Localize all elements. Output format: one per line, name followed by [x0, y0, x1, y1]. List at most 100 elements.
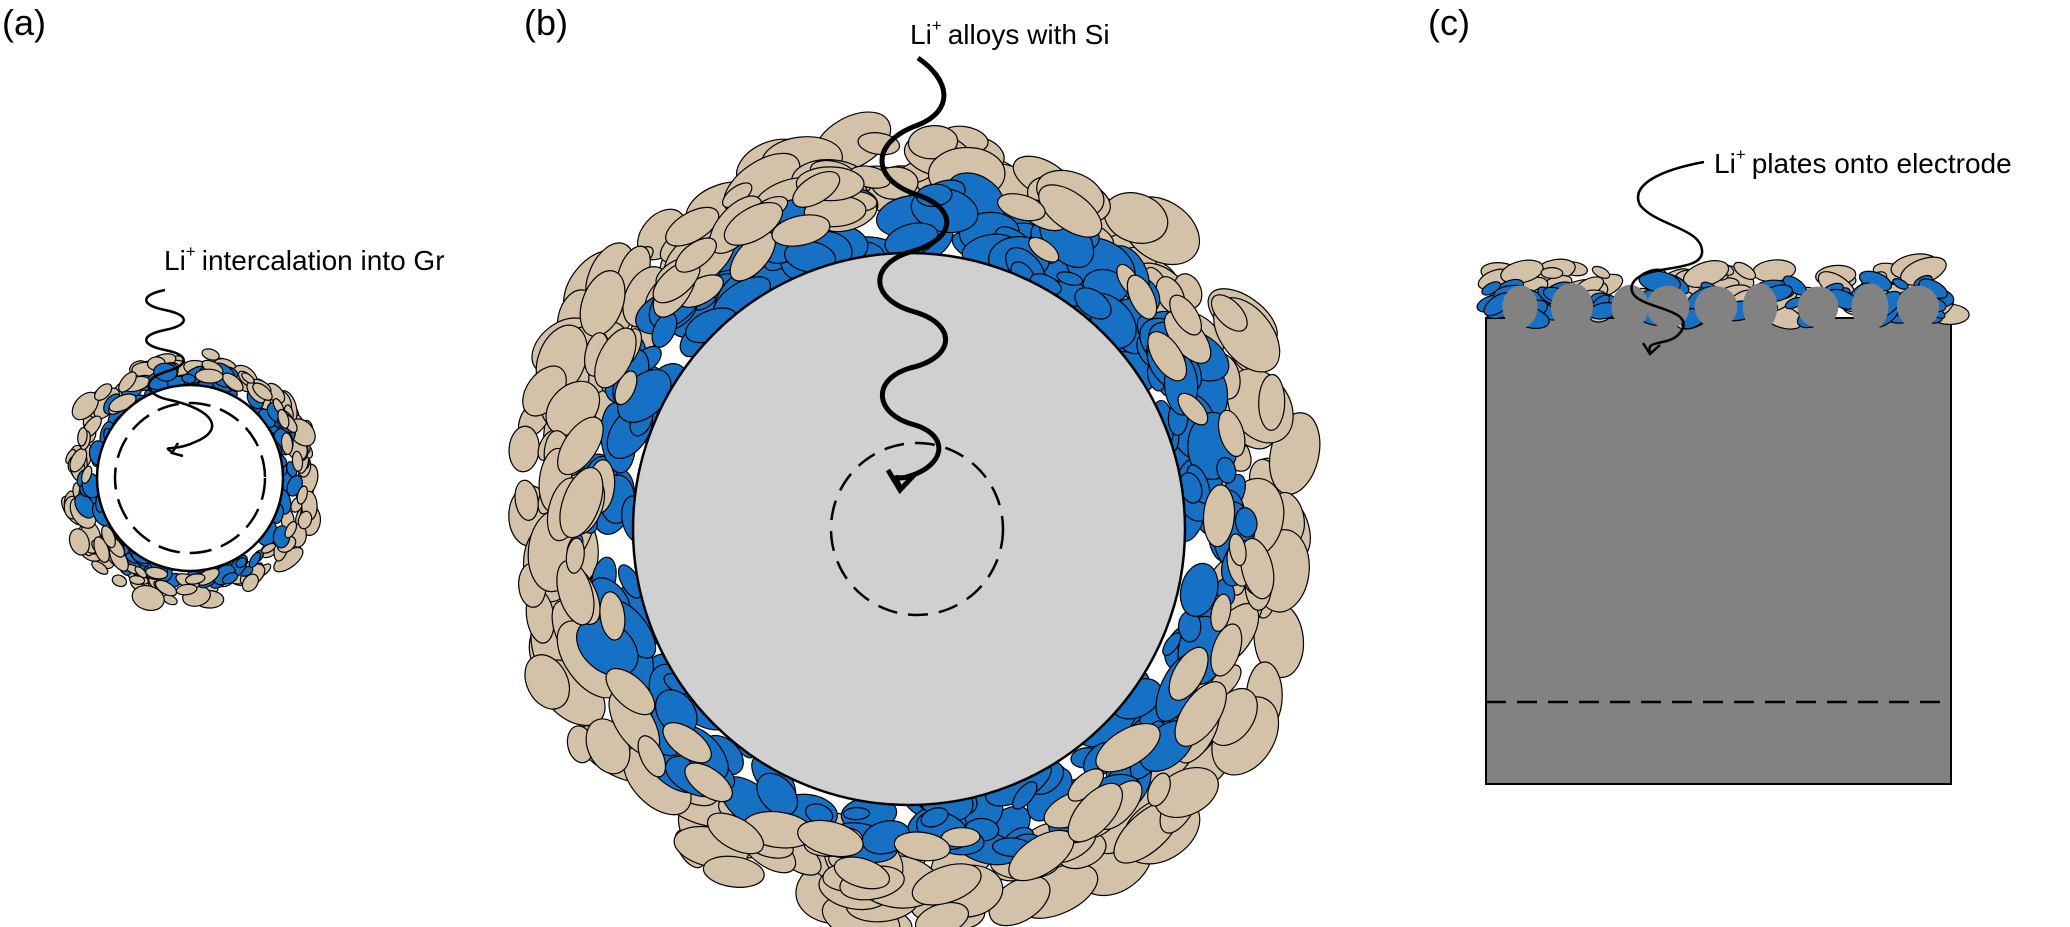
panel-c-caption: Li+plates onto electrode [1714, 145, 2012, 179]
sei-organic-flake [1202, 484, 1236, 548]
panel-b-label: (b) [524, 2, 568, 43]
sei-organic-flake [559, 466, 604, 539]
sei-organic-flake [907, 125, 959, 160]
sei-inorganic-flake [221, 571, 239, 585]
sei-inorganic-flake [1056, 271, 1084, 286]
sei-organic-flake [797, 819, 864, 858]
sei-organic-flake [81, 465, 93, 484]
sei-organic-flake [1095, 722, 1161, 773]
sei-organic-flake [1500, 259, 1544, 285]
sei-inorganic-flake [1216, 456, 1237, 484]
sei-organic-flake [637, 735, 667, 778]
sei-inorganic-flake [920, 807, 949, 828]
sei-organic-flake [221, 372, 244, 392]
sei-organic-flake [702, 855, 765, 888]
li-ion-arrowhead-a [170, 442, 184, 458]
sei-organic-flake [579, 270, 626, 337]
sei-organic-flake [118, 371, 137, 393]
silicon-alloy-boundary [829, 441, 1005, 617]
sei-organic-flake [1126, 274, 1158, 320]
sei-organic-flake [252, 382, 273, 401]
sei-organic-flake [997, 193, 1046, 222]
li-ion-path-c [1630, 160, 1705, 353]
sei-organic-flake [77, 427, 88, 447]
li-ion-arrowhead-b [885, 468, 917, 495]
sei-organic-flake [1217, 409, 1246, 458]
sei-organic-flake [284, 520, 298, 539]
sei-organic-flake [1147, 772, 1171, 807]
sei-inorganic-flake [248, 551, 261, 569]
sei-organic-flake [706, 812, 765, 855]
sei-organic-flake [241, 573, 259, 593]
lithium-deposit [1851, 283, 1889, 331]
li-ion-path-a [145, 288, 214, 454]
sei-inorganic-flake [1481, 281, 1502, 296]
sei-organic-flake [1067, 782, 1123, 843]
sei-organic-flake [1240, 537, 1275, 600]
sei-organic-flake [684, 762, 733, 803]
li-ion-path-b [877, 55, 950, 489]
sei-organic-flake [68, 528, 90, 556]
panel-c-label: (c) [1428, 2, 1470, 43]
sei-organic-flake [91, 560, 109, 575]
lithium-deposits [1502, 283, 1940, 331]
lithium-deposit [1742, 283, 1778, 331]
sei-organic-flake [1147, 331, 1188, 382]
sei-organic-flake [565, 537, 585, 574]
sei-organic-flake [771, 214, 831, 247]
lithium-deposit [1502, 285, 1538, 329]
sei-organic-flake [291, 450, 304, 472]
panel-b-caption: Li+alloys with Si [910, 16, 1110, 50]
sei-organic-flake [988, 875, 1051, 927]
panel-a: (a) Li+intercalation into Gr [2, 2, 445, 612]
sei-inorganic-flake [1179, 562, 1219, 617]
sei-organic-flake [675, 237, 717, 273]
sei-organic-flake [241, 372, 255, 384]
sei-organic-flake [145, 566, 169, 580]
panel-c: (c) Li+plates onto electrode [1428, 2, 2012, 785]
sei-organic-flake [833, 856, 891, 890]
sei-organic-flake [1038, 184, 1103, 238]
sei-inorganic-flake [756, 772, 799, 817]
graphite-particle [95, 383, 285, 573]
sei-inorganic-flake [74, 493, 96, 519]
sei-inorganic-flake [235, 557, 248, 569]
lithium-deposit [1550, 283, 1594, 331]
sei-organic-flake [1210, 623, 1243, 677]
sei-organic-flake [911, 863, 982, 906]
sei-organic-flake [893, 831, 951, 862]
panel-a-label: (a) [2, 2, 46, 43]
lithium-deposit [1694, 286, 1738, 328]
li-ion-arrowhead-c [1641, 342, 1661, 356]
sei-organic-flake [1228, 533, 1247, 567]
sei-organic-flake [297, 510, 313, 530]
lithium-deposit [1646, 285, 1690, 329]
sei-organic-flake [1258, 373, 1286, 431]
sei-organic-flake [154, 579, 178, 597]
sei-organic-flake [1210, 593, 1232, 633]
lithium-deposit [1896, 285, 1940, 329]
sei-organic-flake [605, 667, 656, 716]
sei-organic-flake [296, 485, 308, 505]
sei-organic-flake [599, 591, 626, 641]
sei-organic-flake [857, 132, 901, 156]
sei-inorganic-flake [842, 806, 871, 821]
sei-organic-flake [557, 416, 604, 476]
sei-organic-flake [1028, 236, 1060, 263]
lithium-metal-electrode [1485, 317, 1952, 785]
lithium-deposit [1611, 284, 1649, 330]
sei-inorganic-flake [1012, 781, 1038, 810]
graphite-intercalation-boundary [113, 401, 267, 555]
sei-organic-flake [792, 170, 841, 208]
silicon-particle [631, 251, 1187, 807]
sei-organic-flake [175, 583, 198, 596]
sei-organic-flake [662, 722, 712, 764]
panel-b: (b) Li+alloys with Si [508, 2, 1321, 927]
sei-organic-flake [280, 432, 294, 455]
sei-organic-flake [1733, 261, 1757, 280]
sei-inorganic-flake [1074, 287, 1112, 320]
sei-organic-flake [201, 348, 220, 361]
sei-organic-flake [277, 408, 290, 429]
sei-organic-flake [524, 654, 571, 710]
sei-organic-flake [1169, 294, 1203, 336]
